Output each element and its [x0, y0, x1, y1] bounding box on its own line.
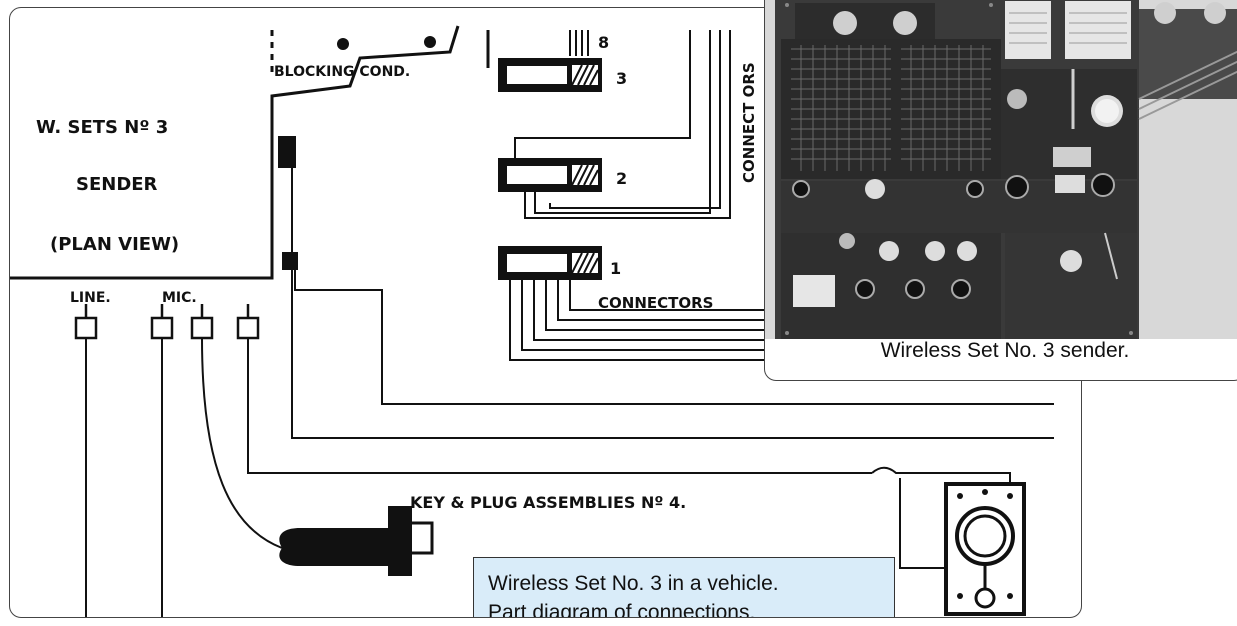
diagram-caption-line-1: Wireless Set No. 3 in a vehicle. [488, 572, 779, 595]
plan-view-label: (PLAN VIEW) [50, 234, 179, 255]
microphone-drawing [279, 506, 434, 576]
sender-photo [765, 0, 1237, 339]
set-title-label: W. SETS Nº 3 [36, 117, 168, 138]
connector-1-label: 1 [610, 259, 621, 278]
connectors-label: CONNECTORS [598, 294, 713, 312]
connection-diagram: W. SETS Nº 3 SENDER (PLAN VIEW) BLOCKING… [10, 25, 1054, 617]
sender-outline [10, 25, 460, 280]
terminal-right [424, 36, 436, 48]
photo-panel: Wireless Set No. 3 sender. [764, 0, 1237, 381]
connector-top-label: 8 [598, 33, 609, 52]
side-plug-lower [282, 252, 298, 270]
side-plug-upper [278, 136, 296, 168]
diagram-caption-line-2: Part diagram of connections. [488, 601, 756, 618]
terminal-left [337, 38, 349, 50]
jack-plugs [74, 304, 260, 340]
diagram-caption: Wireless Set No. 3 in a vehicle. Part di… [473, 557, 895, 618]
key-plug-label: KEY & PLUG ASSEMBLIES Nº 4. [410, 493, 686, 512]
mic-label: MIC. [162, 290, 197, 306]
photo-caption: Wireless Set No. 3 sender. [880, 339, 1130, 362]
key-assembly-drawing [944, 482, 1026, 616]
line-label: LINE. [70, 290, 111, 306]
connector-2-label: 2 [616, 169, 627, 188]
blocking-cond-label: BLOCKING COND. [274, 64, 410, 80]
connector-1-block [498, 246, 602, 280]
connector-2-block [498, 158, 602, 192]
connectors-vertical-label: CONNECT ORS [740, 62, 758, 183]
connector-3-block [498, 58, 602, 92]
sender-label: SENDER [76, 174, 158, 195]
connector-3-label: 3 [616, 69, 627, 88]
